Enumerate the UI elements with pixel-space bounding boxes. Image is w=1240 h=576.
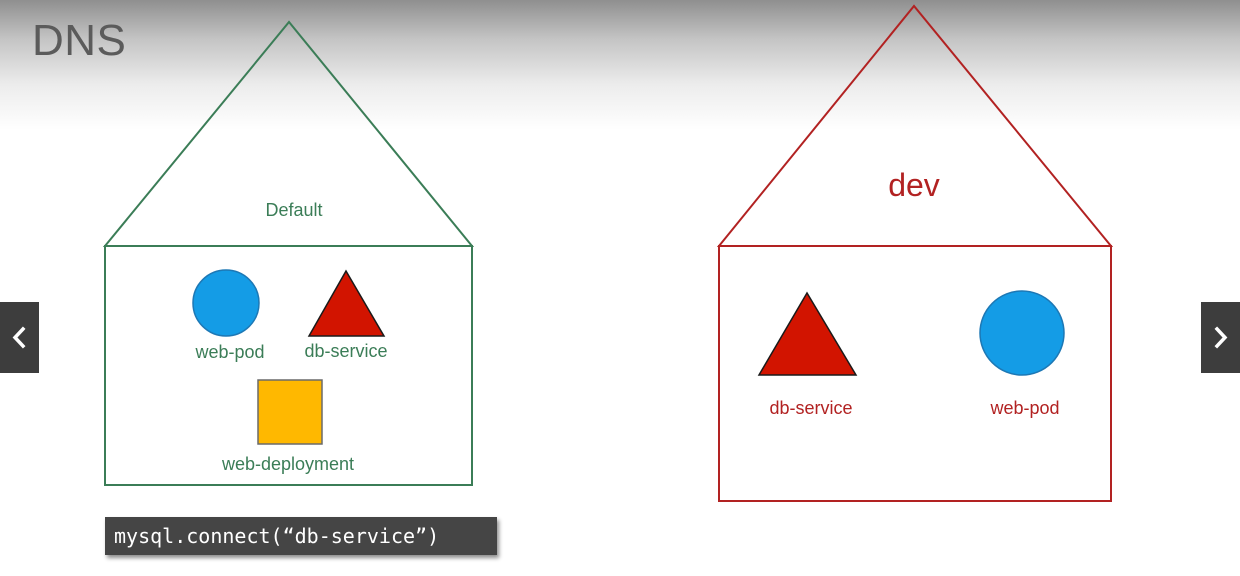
previous-slide-button[interactable] [0,302,39,373]
chevron-left-icon [12,326,26,349]
code-snippet: mysql.connect(“db-service”) [105,517,497,555]
web-pod-label: web-pod [989,398,1059,418]
web-pod-icon [979,290,1065,376]
house-body-dev [718,245,1112,502]
title-bar-fade [0,0,1240,130]
db-service-label: db-service [769,398,852,418]
web-deployment-icon [257,379,323,445]
slide-title: DNS [32,16,127,65]
house-body-default [104,245,473,486]
house-roof-dev [716,4,1114,247]
namespace-label-dev: dev [888,167,940,203]
web-deployment-label: web-deployment [221,454,354,474]
chevron-right-icon [1214,326,1228,349]
next-slide-button[interactable] [1201,302,1240,373]
db-service-icon [757,291,858,376]
db-service-label: db-service [304,341,387,361]
namespace-label-default: Default [265,200,322,220]
namespace-default: Default web-pod db-service web-deploymen… [102,20,475,486]
db-service-icon [307,269,386,337]
web-pod-icon [192,269,260,337]
namespace-dev: dev db-service web-pod [716,4,1114,502]
web-pod-label: web-pod [194,342,264,362]
